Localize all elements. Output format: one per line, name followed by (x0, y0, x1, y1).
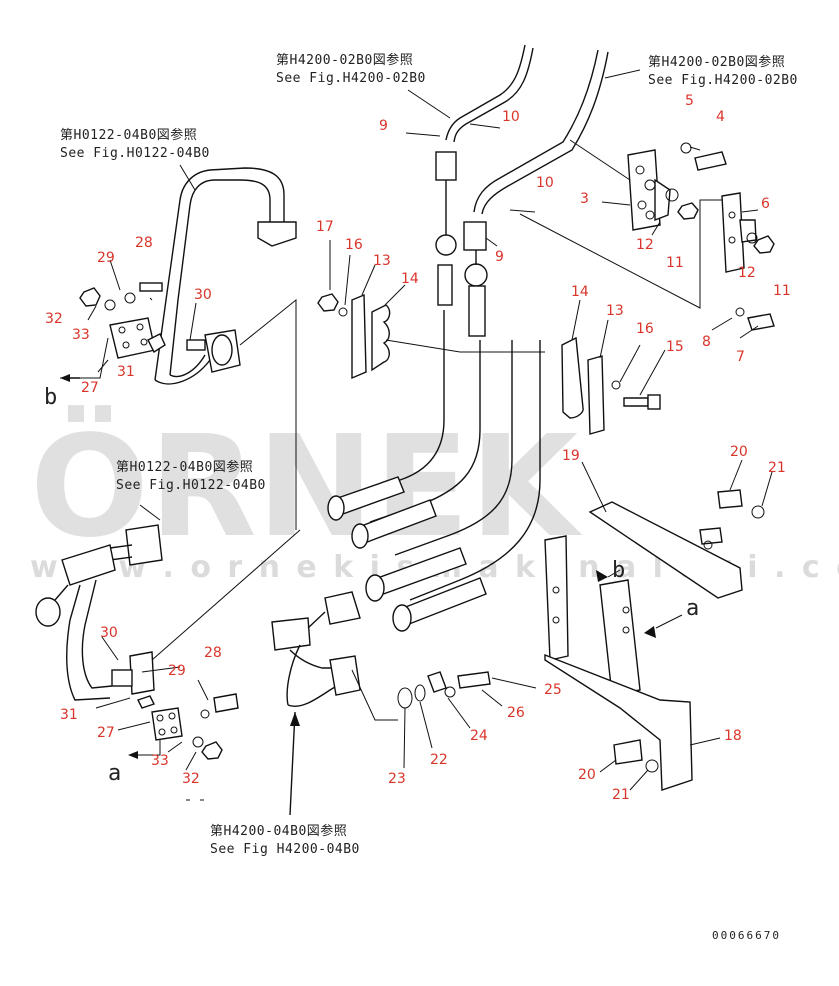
part-number: 28 (135, 235, 153, 251)
part-number: 12 (738, 265, 756, 281)
ref-h0122-mid-jp: 第H0122-04B0図参照 (116, 459, 253, 475)
part-number: 21 (612, 787, 630, 803)
part-number: 13 (606, 303, 624, 319)
ref-h4200-02b0-right-en: See Fig.H4200-02B0 (648, 73, 798, 88)
ref-h4200-02b0-left-en: See Fig.H4200-02B0 (276, 71, 426, 86)
ref-h4200-04b0-jp: 第H4200-04B0図参照 (210, 823, 347, 839)
part-number: 10 (536, 175, 554, 191)
part-number: 29 (97, 250, 115, 266)
watermark-brand: ÖRNEK (30, 404, 583, 569)
part-number: 32 (182, 771, 200, 787)
part-number: 28 (204, 645, 222, 661)
part-number: 3 (580, 191, 589, 207)
part-number: 12 (636, 237, 654, 253)
part-number: 29 (168, 663, 186, 679)
part-number: 24 (470, 728, 488, 744)
part-number: 27 (81, 380, 99, 396)
part-number: 23 (388, 771, 406, 787)
part-number: 19 (562, 448, 580, 464)
part-number: 11 (666, 255, 684, 271)
part-number: 9 (379, 118, 388, 134)
part-number: 15 (666, 339, 684, 355)
figure-references: 第H4200-02B0図参照 See Fig.H4200-02B0 第H4200… (60, 52, 798, 857)
ref-h0122-top-en: See Fig.H0122-04B0 (60, 146, 210, 161)
part-number: 31 (60, 707, 78, 723)
part-number: 11 (773, 283, 791, 299)
part-number: 32 (45, 311, 63, 327)
part-numbers: 9 10 5 4 10 3 6 12 11 12 11 9 17 16 13 1… (45, 93, 791, 803)
part-number: 25 (544, 682, 562, 698)
part-number: 33 (72, 327, 90, 343)
drawing-number: 00066670 (712, 929, 781, 942)
part-number: 4 (716, 109, 725, 125)
part-number: 27 (97, 725, 115, 741)
part-number: 20 (730, 444, 748, 460)
lower-left-pipe (35, 504, 301, 760)
callout-a: a (686, 596, 700, 621)
upper-hoses (349, 44, 609, 601)
ref-h4200-04b0-en: See Fig H4200-04B0 (210, 842, 360, 857)
hose-fittings-center (327, 476, 487, 632)
callout-letters: b b a a (44, 385, 700, 786)
part-number: 5 (685, 93, 694, 109)
part-number: 13 (373, 253, 391, 269)
clamp-upper-right (561, 336, 661, 435)
part-number: 30 (194, 287, 212, 303)
part-number: 18 (724, 728, 742, 744)
leader-lines (87, 69, 773, 791)
callout-a: a (108, 761, 122, 786)
part-number: 26 (507, 705, 525, 721)
part-number: 16 (636, 321, 654, 337)
clamp-upper-centre (317, 293, 545, 380)
callout-b: b (44, 385, 58, 410)
part-number: 20 (578, 767, 596, 783)
support-bracket-right (544, 489, 765, 791)
part-number: 31 (117, 364, 135, 380)
part-number: 9 (495, 249, 504, 265)
part-number: 14 (571, 284, 589, 300)
part-number: 7 (736, 349, 745, 365)
part-number: 6 (761, 196, 770, 212)
bottom-elbow (271, 591, 491, 816)
part-number: 10 (502, 109, 520, 125)
part-number: 33 (151, 753, 169, 769)
part-number: 30 (100, 625, 118, 641)
part-number: 17 (316, 219, 334, 235)
part-number: 21 (768, 460, 786, 476)
ref-h4200-02b0-left-jp: 第H4200-02B0図参照 (276, 52, 413, 68)
part-number: 16 (345, 237, 363, 253)
part-number: 14 (401, 271, 419, 287)
part-number: 8 (702, 334, 711, 350)
left-upper-bracket (60, 282, 166, 382)
ref-h0122-top-jp: 第H0122-04B0図参照 (60, 127, 197, 143)
ref-h0122-mid-en: See Fig.H0122-04B0 (116, 478, 266, 493)
part-number: 22 (430, 752, 448, 768)
upper-right-brackets (519, 139, 775, 331)
ref-h4200-02b0-right-jp: 第H4200-02B0図参照 (648, 54, 785, 70)
callout-b: b (612, 558, 626, 583)
